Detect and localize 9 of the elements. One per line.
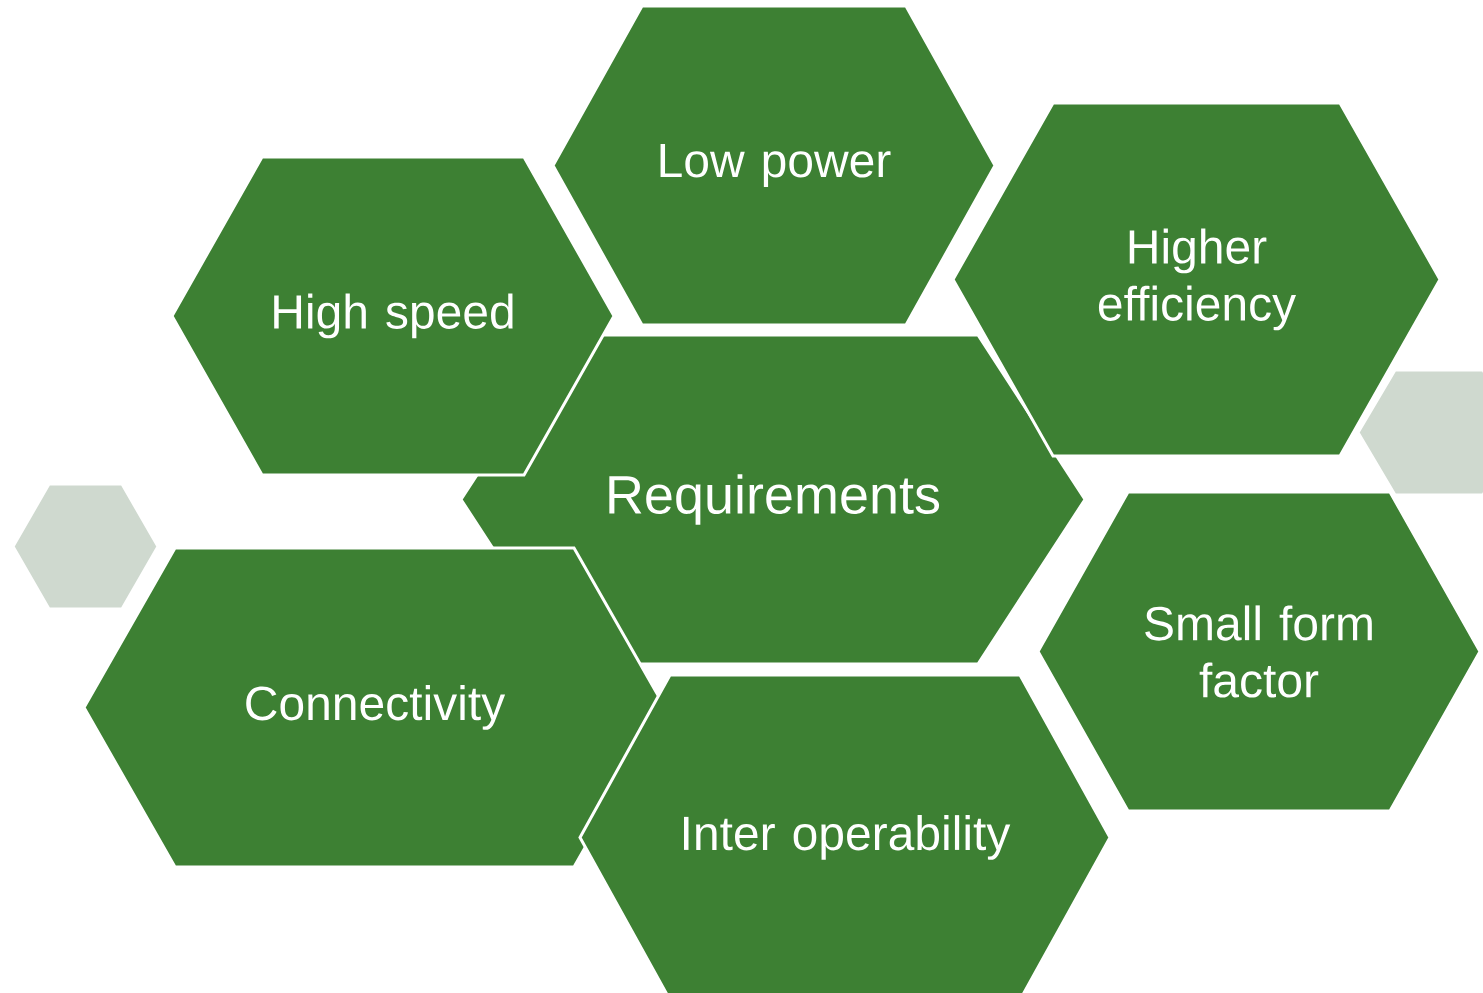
- hexagon: [1356, 368, 1483, 497]
- hexagon: Inter operability: [578, 673, 1112, 993]
- hexagon: High speed: [170, 155, 616, 477]
- node-label: Inter operability: [684, 815, 1011, 860]
- node-label: Small form factor: [1145, 605, 1372, 698]
- hexagon: Low power: [551, 4, 997, 327]
- hexagon: Connectivity: [82, 546, 667, 869]
- hexagon: Higher efficiency: [951, 101, 1442, 458]
- hexagon: Small form factor: [1036, 490, 1482, 813]
